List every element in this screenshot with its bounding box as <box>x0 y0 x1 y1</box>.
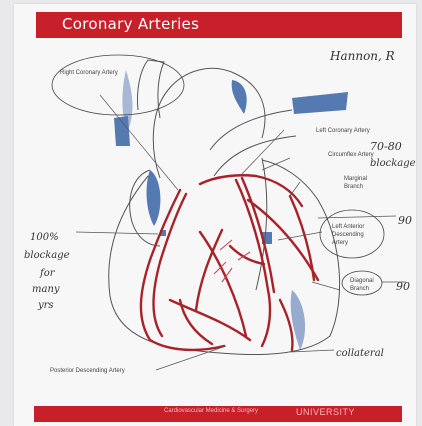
label-marginal-1: Marginal <box>344 176 367 182</box>
label-circumflex: Circumflex Artery <box>328 152 374 158</box>
footer-bar: Cardiovascular Medicine & Surgery UNIVER… <box>34 406 402 422</box>
left-note-4: many <box>32 284 60 295</box>
label-diagonal-1: Diagonal <box>350 278 374 284</box>
shade-top-right <box>292 92 348 114</box>
leader-circumflex <box>262 158 290 170</box>
handwritten-90-diagonal: 90 <box>396 280 410 293</box>
footer-university-logo: UNIVERSITY <box>296 407 355 417</box>
shade-pulmonary <box>232 80 247 114</box>
label-marginal-2: Branch <box>344 184 363 190</box>
label-diagonal-2: Branch <box>350 286 369 292</box>
handwritten-collateral: collateral <box>336 348 384 359</box>
left-note-3: for <box>39 268 56 279</box>
pulmonary-right <box>214 136 296 176</box>
leader-diagonal <box>312 282 340 290</box>
label-lad-1: Left Anterior <box>332 224 364 230</box>
handwritten-left-note: 100% blockage for many yrs <box>24 232 70 311</box>
left-main-artery <box>200 175 256 184</box>
left-note-2: blockage <box>24 250 70 261</box>
shade-right-atrium <box>147 170 161 226</box>
coronary-arteries <box>141 175 318 350</box>
left-note-5: yrs <box>37 300 54 311</box>
label-lad-group: Left Anterior Descending Artery <box>332 224 364 246</box>
handwritten-author: Hannon, R <box>329 49 395 63</box>
circle-rca <box>52 55 184 115</box>
label-lad-3: Artery <box>332 240 348 246</box>
label-left-coronary: Left Coronary Artery <box>316 128 370 134</box>
label-marginal-group: Marginal Branch <box>344 176 367 190</box>
footer-left-text: Cardiovascular Medicine & Surgery <box>164 408 258 414</box>
circumflex-artery <box>256 176 302 206</box>
handwritten-blockage: blockage <box>370 158 416 169</box>
pulmonary-artery <box>210 110 292 150</box>
aorta-arch <box>153 68 265 178</box>
leader-rca <box>100 95 178 190</box>
branch-5 <box>280 300 293 350</box>
handwritten-circumflex-pct: 70-80 <box>370 140 402 153</box>
blue-shading <box>114 70 348 350</box>
shade-left-vessel <box>114 116 130 146</box>
handwritten-90-marginal: 90 <box>398 214 412 227</box>
label-diagonal-group: Diagonal Branch <box>350 278 374 292</box>
svc <box>137 60 164 118</box>
label-lad-2: Descending <box>332 232 364 238</box>
label-posterior-descending: Posterior Descending Artery <box>50 368 125 374</box>
leader-100 <box>76 232 158 234</box>
left-note-1: 100% <box>30 232 59 243</box>
leader-marginal <box>290 182 300 196</box>
label-right-coronary: Right Coronary Artery <box>60 70 118 76</box>
